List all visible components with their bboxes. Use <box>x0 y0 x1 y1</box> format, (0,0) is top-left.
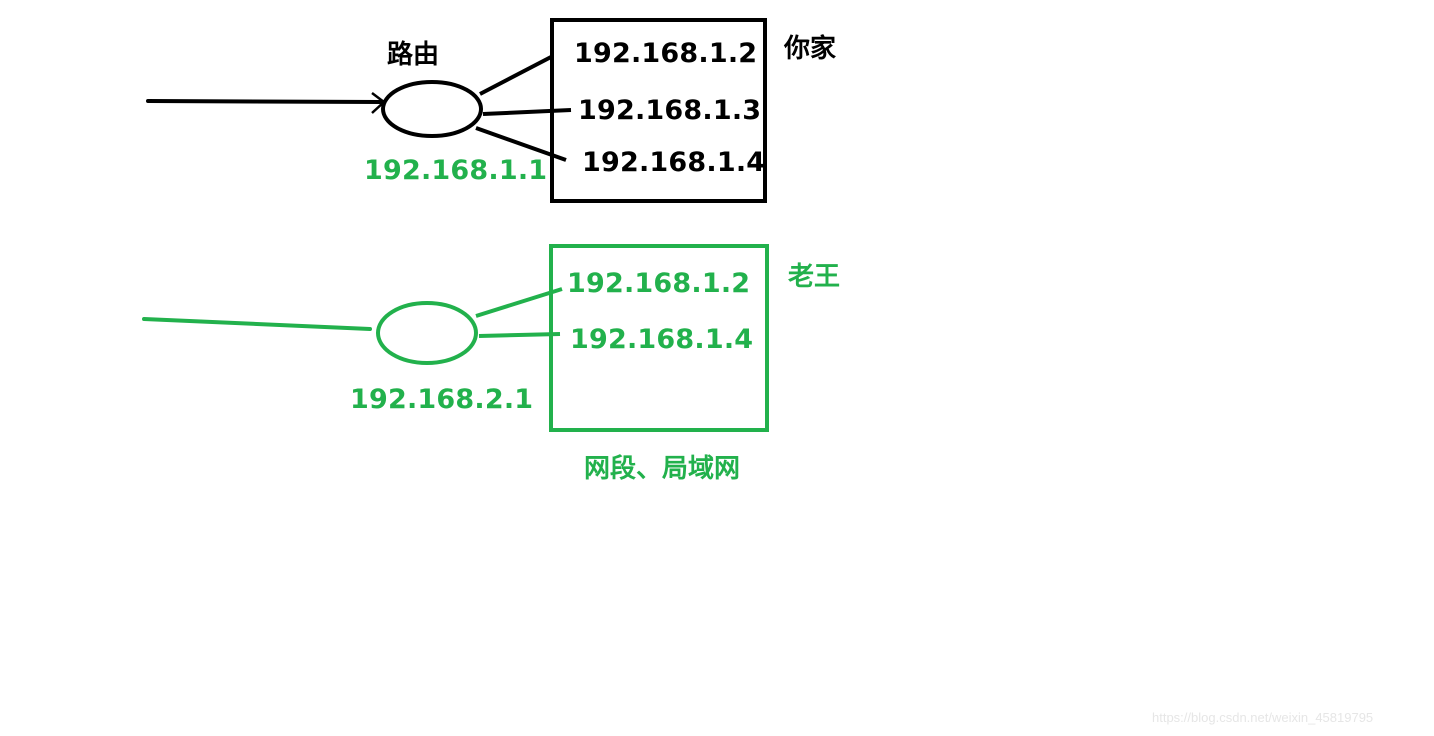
host-ip-label: 192.168.1.4 <box>582 147 766 178</box>
router-label: 路由 <box>387 40 440 70</box>
incoming-link-arrow <box>146 99 385 104</box>
link-host-2 <box>478 332 561 338</box>
incoming-link <box>142 317 372 331</box>
router-node <box>381 80 483 138</box>
router-ip-label: 192.168.2.1 <box>350 384 534 415</box>
host-ip-label: 192.168.1.2 <box>574 38 758 69</box>
home-group-label: 你家 <box>784 34 837 64</box>
link-host-2 <box>482 108 572 116</box>
router-ip-label: 192.168.1.1 <box>364 155 548 186</box>
home-lan-box <box>550 18 767 203</box>
host-ip-label: 192.168.1.2 <box>567 268 751 299</box>
watermark: https://blog.csdn.net/weixin_45819795 <box>1152 710 1374 725</box>
host-ip-label: 192.168.1.4 <box>570 324 754 355</box>
neighbor-group-label: 老王 <box>788 262 841 292</box>
link-host-1 <box>479 55 552 96</box>
neighbor-lan-box <box>549 244 769 432</box>
host-ip-label: 192.168.1.3 <box>578 95 762 126</box>
bottom-network <box>142 244 769 432</box>
lan-caption: 网段、局域网 <box>584 454 741 484</box>
link-host-1 <box>475 287 563 318</box>
top-network <box>146 18 767 203</box>
router-node <box>376 301 478 365</box>
